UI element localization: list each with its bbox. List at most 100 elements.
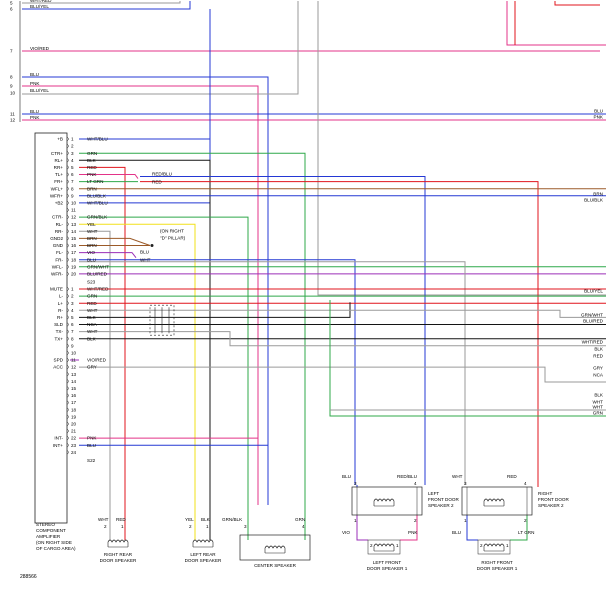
speaker-pin: 4 [302,524,305,529]
front-speaker2-name: SPEAKER 2 [538,503,564,508]
speaker-pin: 2 [104,524,107,529]
ground-note: "D" PILLAR) [160,235,186,240]
amp-pin-number: 13 [71,222,77,227]
connector-s22: S22 [87,458,96,463]
amp-wire-label: BRN [87,186,97,191]
speaker-pin: 1 [206,524,209,529]
front-pin: 4 [524,481,527,486]
wire-red-blu [140,176,426,485]
front-speaker1-box [477,539,511,555]
pin-bracket [66,350,69,356]
wire-tx-minus [79,331,607,347]
amp-pin-name: L+ [58,301,64,306]
amp-pin-name: WFR- [51,272,63,277]
front-pin: 1 [396,543,399,548]
pin-bracket [66,329,69,334]
wire-ctr-plus [79,152,306,540]
amp-pin-name: RL+ [54,158,63,163]
amp-pin-number: 2 [71,294,74,299]
amp-pin-number: 11 [71,208,76,213]
pin-bracket [66,400,69,405]
speaker-wire-label: WHT [98,517,109,522]
pin-bracket [66,136,69,142]
amp-pin-number: 17 [71,400,77,405]
amp-pin-name: FR- [55,257,63,262]
right-edge-label: RED [593,354,603,359]
top-wire-label: WHT/RED [30,0,52,3]
wire-rf-ltgrn [510,515,528,541]
front-wire-label: LT GRN [518,530,534,535]
pin-bracket [66,386,69,391]
amp-pin-number: 9 [71,193,74,198]
wire-ctr-minus [79,216,249,540]
amp-pin-number: 12 [71,215,77,220]
amp-pin-number: 4 [71,158,74,163]
front-pin: 3 [464,481,467,486]
amp-pin-number: 16 [71,243,77,248]
wire-r-minus [79,309,607,318]
front-pin: 1 [506,543,509,548]
wire-vio-red-right [506,0,607,46]
speaker-name: RIGHT REAR [104,552,133,557]
amp-pin-number: 16 [71,393,77,398]
wire-lf-pnk [400,515,418,541]
front-pin: 3 [354,481,357,486]
amp-pin-name: +B2 [55,201,64,206]
speaker-wire-label: GRN [295,517,305,522]
pin-bracket [66,315,69,320]
wire-rl-plus [79,159,211,520]
pin-bracket [66,243,69,248]
amp-wire-label: WHT/RED [87,287,109,292]
amp-pin-number: 19 [71,264,77,269]
pin-bracket [66,442,69,448]
amp-pin-name: INT+ [53,443,63,448]
amp-pin-number: 24 [71,450,77,455]
amp-pin-number: 3 [71,301,74,306]
amplifier-label: (ON RIGHT SIDE [36,540,72,545]
amp-wire-label: PNK [87,436,97,441]
front-pin: 1 [464,518,467,523]
front-speaker2-coil [483,498,505,502]
amp-pin-number: 23 [71,443,77,448]
pin-bracket [66,214,69,220]
speaker-name: LEFT REAR [190,552,216,557]
pin-bracket [66,393,69,398]
pin-bracket [66,322,69,327]
wire-int-minus [79,437,259,505]
diagram-id: 288566 [20,574,37,580]
top-wire-number: 10 [10,91,16,96]
pin-bracket [66,200,69,206]
wire-int-plus [79,444,269,505]
right-edge-label: BLU/RED [583,319,604,324]
pin-bracket [66,186,69,191]
right-wire-label: PNK [594,115,604,120]
amp-pin-name: INT- [54,436,63,441]
amp-wire-label: VIO/RED [87,358,107,363]
pin-bracket [66,379,69,384]
wire-gnd2 [79,237,151,246]
top-wire-label: PNK [30,81,40,86]
amp-pin-number: 20 [71,272,77,277]
amp-pin-name: R- [58,308,63,313]
amp-pin-name: TL+ [55,172,63,177]
right-edge-label: BLU/BLK [584,198,604,203]
amp-wire-label: GRN [87,294,97,299]
amp-wire-label: WHT [87,229,98,234]
pin-bracket [66,150,69,156]
top-wire-label: BLU [30,109,39,114]
pin-bracket [66,158,69,163]
shield-symbol [149,304,175,336]
amp-pin-number: 1 [71,287,74,292]
front-speaker1-name: DOOR SPEAKER 1 [477,566,518,571]
lr-speaker-coil [192,539,214,543]
top-wire-number: 9 [10,84,13,89]
wire-9 [22,85,259,505]
right-edge-label: WHT/RED [582,340,604,345]
amp-pin-name: RR+ [54,165,64,170]
amp-pin-number: 14 [71,379,77,384]
top-wire-number: 7 [10,49,13,54]
right-edge-label: WHT [593,400,604,405]
top-wire-label: VIO/RED [30,46,50,51]
